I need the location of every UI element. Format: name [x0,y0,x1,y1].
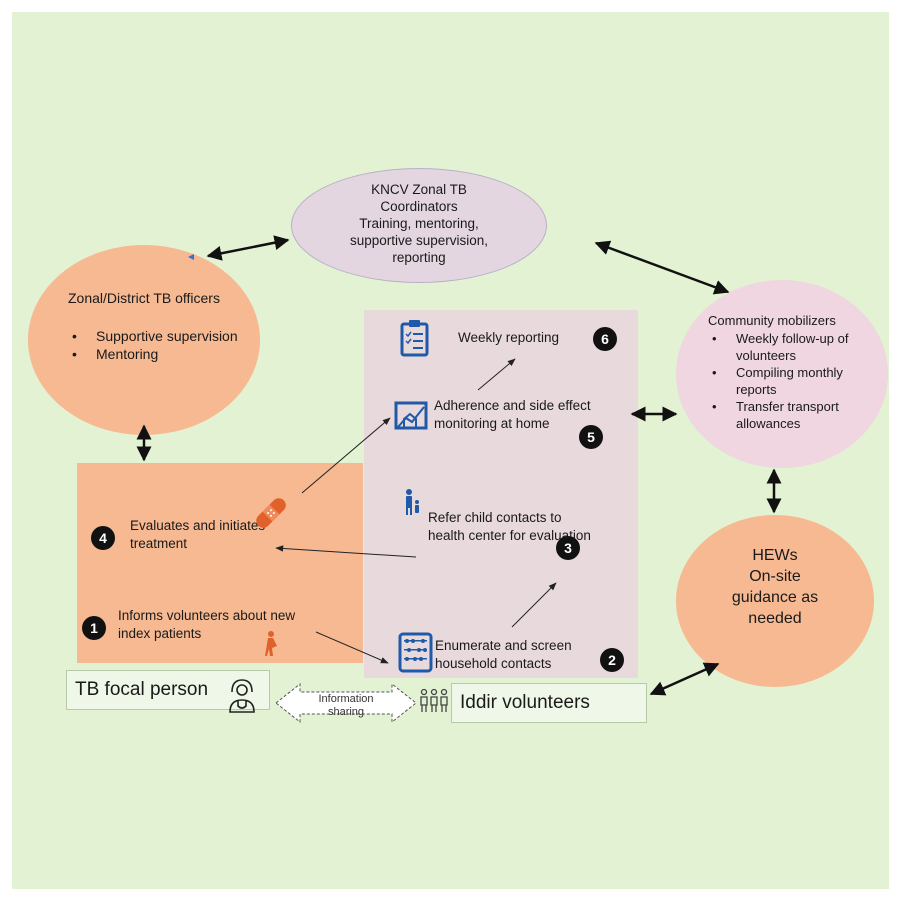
hews-node: HEWs On-site guidance as needed [676,515,874,687]
zonal-list: Supportive supervision Mentoring [68,327,238,363]
tb-focal-zone [77,463,363,663]
step-6-badge: 6 [593,327,617,351]
step-5-badge: 5 [579,425,603,449]
community-item: Weekly follow-up of volunteers [708,330,886,364]
kncv-line: Coordinators [380,199,458,214]
step-1-label: Informs volunteers about new index patie… [118,608,296,641]
step-2-label: Enumerate and screen household contacts [435,638,572,671]
iddir-volunteers-label: Iddir volunteers [460,692,590,713]
kncv-coordinators-node: KNCV Zonal TB Coordinators Training, men… [291,168,547,283]
hews-title: HEWs [752,547,798,564]
community-item: Compiling monthly reports [708,364,886,398]
community-mobilizers-node: Community mobilizers Weekly follow-up of… [676,280,888,468]
hews-description: On-site guidance as needed [731,568,819,627]
zonal-item: Mentoring [68,345,238,363]
hews-text: HEWs On-site guidance as needed [676,545,874,629]
kncv-line: KNCV Zonal TB [371,182,467,197]
community-list: Weekly follow-up of volunteers Compiling… [708,330,886,432]
step-3-badge: 3 [556,536,580,560]
step-1-badge: 1 [82,616,106,640]
kncv-text: KNCV Zonal TB Coordinators Training, men… [292,181,546,266]
zonal-district-officers-node: Zonal/District TB officers Supportive su… [28,245,260,435]
kncv-line: reporting [392,250,446,265]
information-sharing-label: Information sharing [318,693,374,718]
iddir-volunteer-zone [364,310,638,678]
community-item: Transfer transport allowances [708,398,886,432]
step-4-badge: 4 [91,526,115,550]
step-3-label: Refer child contacts to health center fo… [428,510,591,543]
community-title: Community mobilizers [708,313,836,328]
step-5-label: Adherence and side effect monitoring at … [434,398,591,431]
step-4-label: Evaluates and initiates treatment [130,518,266,551]
tb-focal-person-box: TB focal person [66,670,270,710]
step-2-badge: 2 [600,648,624,672]
step-6-label: Weekly reporting [458,330,560,345]
zonal-title: Zonal/District TB officers [68,290,220,306]
tb-focal-person-label: TB focal person [75,679,209,700]
kncv-line: Training, mentoring, [359,216,479,231]
kncv-line: supportive supervision, [349,233,489,248]
iddir-volunteers-box: Iddir volunteers [451,683,647,723]
zonal-item: Supportive supervision [68,327,238,345]
